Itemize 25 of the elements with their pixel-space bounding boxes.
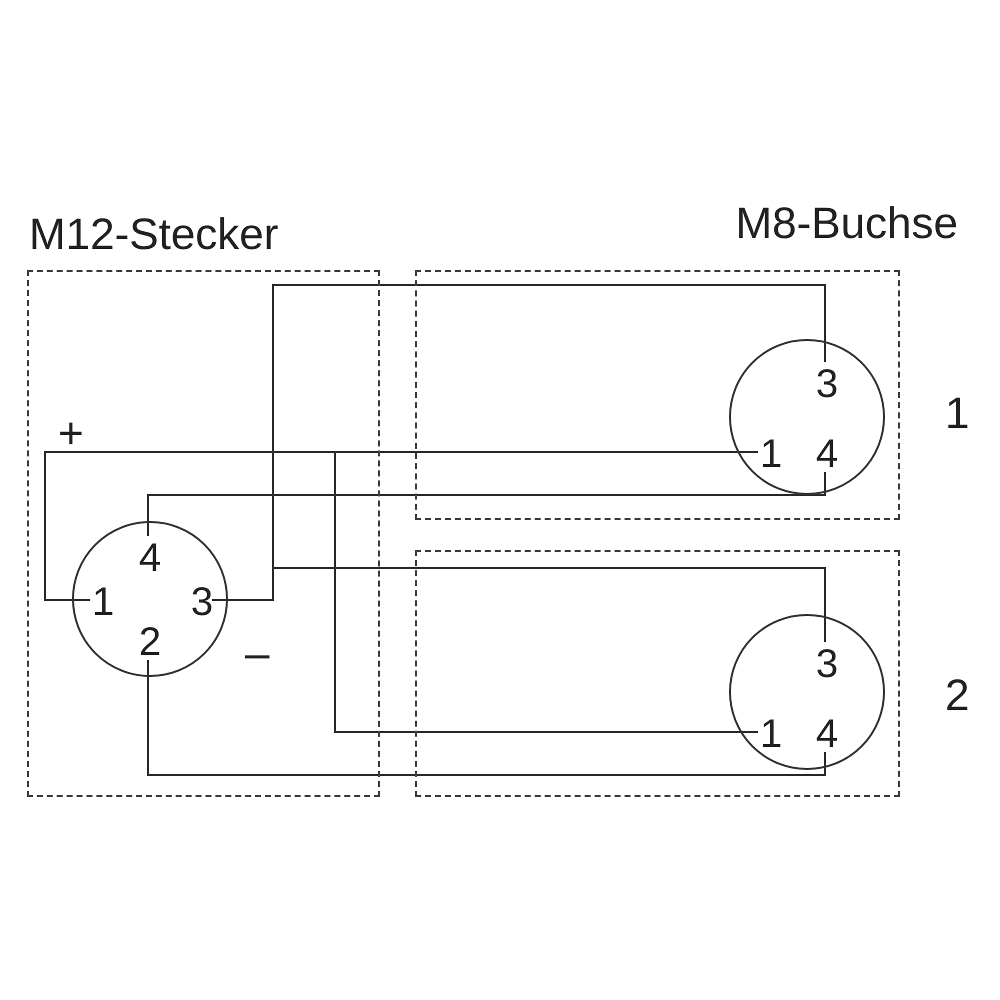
polarity-sign: +: [58, 410, 84, 458]
pin-number: 1: [92, 582, 114, 622]
wire: [44, 451, 758, 733]
pin-number: 1: [760, 434, 782, 474]
socket-number: 2: [945, 672, 970, 720]
polarity-sign: –: [245, 630, 270, 678]
pin-number: 3: [814, 644, 840, 684]
connector-circle: [729, 614, 885, 770]
pin-number: 4: [814, 714, 840, 754]
pin-number: 2: [138, 622, 162, 662]
connector-circle: [72, 521, 228, 677]
dashed-frame: [415, 270, 900, 520]
connector-heading: M8-Buchse: [735, 200, 958, 248]
dashed-frame: [415, 550, 900, 797]
pin-number: 3: [190, 582, 214, 622]
connector-circle: [729, 339, 885, 495]
pin-number: 4: [138, 538, 162, 578]
connector-heading: M12-Stecker: [29, 210, 278, 260]
pin-number: 4: [814, 434, 840, 474]
socket-number: 1: [945, 390, 970, 438]
pin-number: 1: [760, 714, 782, 754]
wire: [212, 567, 826, 642]
wire: [147, 660, 826, 776]
wire: [147, 472, 826, 536]
pin-number: 3: [814, 364, 840, 404]
